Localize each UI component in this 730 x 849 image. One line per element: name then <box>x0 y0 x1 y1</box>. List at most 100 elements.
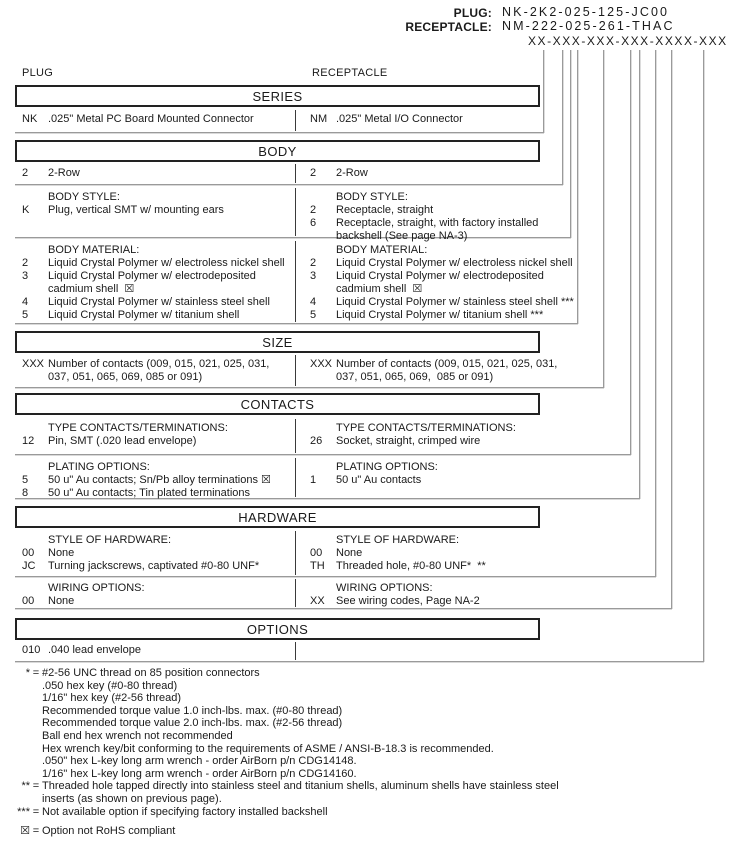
option-description: Turning jackscrews, captivated #0-80 UNF… <box>48 560 260 572</box>
option-code: 12 <box>22 435 35 447</box>
footnote-line: 1/16" hex L-key long arm wrench - order … <box>42 767 357 780</box>
option-code: 2 <box>310 257 317 269</box>
option-code: 3 <box>310 270 317 282</box>
footnote-text: Option not RoHS compliant <box>42 825 722 838</box>
footnote-marker: ** <box>21 780 30 793</box>
leader-line <box>543 50 544 133</box>
option-code: 2 <box>310 204 317 216</box>
option-description: Liquid Crystal Polymer w/ stainless stee… <box>336 296 574 308</box>
leader-line <box>577 50 578 324</box>
option-row: NK.025" Metal PC Board Mounted Connector <box>15 113 295 126</box>
option-column-right: WIRING OPTIONS: XX See wiring codes, Page … <box>300 579 672 607</box>
option-code: 00 <box>22 547 35 559</box>
option-code: 4 <box>22 296 29 308</box>
part-number-code-mask: XX-XXX-XXX-XXX-XXXX-XXX <box>528 34 728 48</box>
option-block-series: NK.025" Metal PC Board Mounted Connector… <box>15 110 544 133</box>
option-group-label-body: BODY MATERIAL: <box>336 244 428 256</box>
option-group-label-hardware: STYLE OF HARDWARE: <box>336 534 460 546</box>
leader-line <box>703 50 704 662</box>
footnotes: *=#2-56 UNC thread on 85 position connec… <box>10 667 722 838</box>
option-description: 2-Row <box>48 167 80 179</box>
leader-line <box>630 50 631 455</box>
section-title: CONTACTS <box>240 396 315 412</box>
option-description: Liquid Crystal Polymer w/ titanium shell <box>48 309 240 321</box>
section-header-body: BODY <box>15 140 540 162</box>
footnote-marker: * <box>25 667 30 679</box>
rohs-footnote: ☒=Option not RoHS compliant <box>10 825 722 838</box>
option-code: 8 <box>22 487 29 499</box>
option-description: 50 u" Au contacts; Sn/Pb alloy terminati… <box>48 474 271 486</box>
option-block-contacts: PLATING OPTIONS: 5 50 u" Au contacts; Sn/P… <box>15 458 640 499</box>
footnote-line: 1/16" hex key (#2-56 thread) <box>42 692 182 705</box>
option-code: XXX <box>310 358 333 370</box>
option-row: JC Turning jackscrews, captivated #0-80 U… <box>15 560 295 573</box>
option-description: Liquid Crystal Polymer w/ electroless ni… <box>48 257 285 269</box>
option-description: 50 u" Au contacts; Tin plated terminatio… <box>48 487 251 499</box>
option-code: 5 <box>22 474 29 486</box>
column-divider <box>295 642 296 660</box>
leader-line <box>639 50 640 499</box>
option-row: 010 .040 lead envelope <box>15 644 295 657</box>
leader-line <box>562 50 563 185</box>
section-header-contacts: CONTACTS <box>15 393 540 415</box>
option-row: 8 50 u" Au contacts; Tin plated terminati… <box>15 487 295 500</box>
option-code: XX <box>310 595 325 607</box>
option-code: 2 <box>22 257 29 269</box>
option-code: JC <box>22 560 36 572</box>
option-row: 2 Liquid Crystal Polymer w/ electroless n… <box>300 257 578 270</box>
receptacle-column-label: RECEPTACLE <box>312 67 388 79</box>
option-description: Liquid Crystal Polymer w/ electroless ni… <box>336 257 573 269</box>
option-column-left: NK.025" Metal PC Board Mounted Connector <box>15 110 295 131</box>
option-column-right: NM.025" Metal I/O Connector <box>300 110 544 131</box>
section-title: BODY <box>258 143 297 159</box>
section-header-hardware: HARDWARE <box>15 506 540 528</box>
column-divider <box>295 579 296 607</box>
footnote-marker: *** <box>17 805 30 818</box>
option-description: .025" Metal I/O Connector <box>336 113 463 125</box>
footnote-line: Option not RoHS compliant <box>42 825 176 838</box>
option-group-label-contacts: PLATING OPTIONS: <box>336 461 438 473</box>
option-row: XX See wiring codes, Page NA-2 <box>300 595 672 608</box>
option-row: 00 None <box>15 547 295 560</box>
footnote-line: .050 hex key (#0-80 thread) <box>42 679 178 692</box>
footnote-line: Recommended torque value 2.0 inch-lbs. m… <box>42 717 343 730</box>
option-description: Socket, straight, crimped wire <box>336 435 481 447</box>
option-description: Number of contacts (009, 015, 021, 025, … <box>336 358 558 383</box>
section-title: OPTIONS <box>246 621 309 637</box>
option-code: 010 <box>22 644 41 656</box>
option-description: None <box>48 547 75 559</box>
footnote-equals: = <box>32 825 40 838</box>
option-row: 2 Liquid Crystal Polymer w/ electroless n… <box>15 257 295 270</box>
option-description: Threaded hole, #0-80 UNF* ** <box>336 560 486 572</box>
section-header-series: SERIES <box>15 85 540 107</box>
footnote-line: .050" hex L-key long arm wrench - order … <box>42 755 357 768</box>
option-row: NM.025" Metal I/O Connector <box>300 113 544 126</box>
option-description: Liquid Crystal Polymer w/ electrodeposit… <box>48 270 256 295</box>
option-group-label-hardware: WIRING OPTIONS: <box>336 582 433 594</box>
footnote-gap <box>10 818 722 825</box>
option-description: See wiring codes, Page NA-2 <box>336 595 480 607</box>
footnote-marker: ☒ <box>20 825 30 838</box>
plug-part-number-label: PLUG: <box>453 6 492 20</box>
plug-part-number-value: NK-2K2-025-125-JC00 <box>502 5 670 19</box>
option-description: .040 lead envelope <box>48 644 141 656</box>
